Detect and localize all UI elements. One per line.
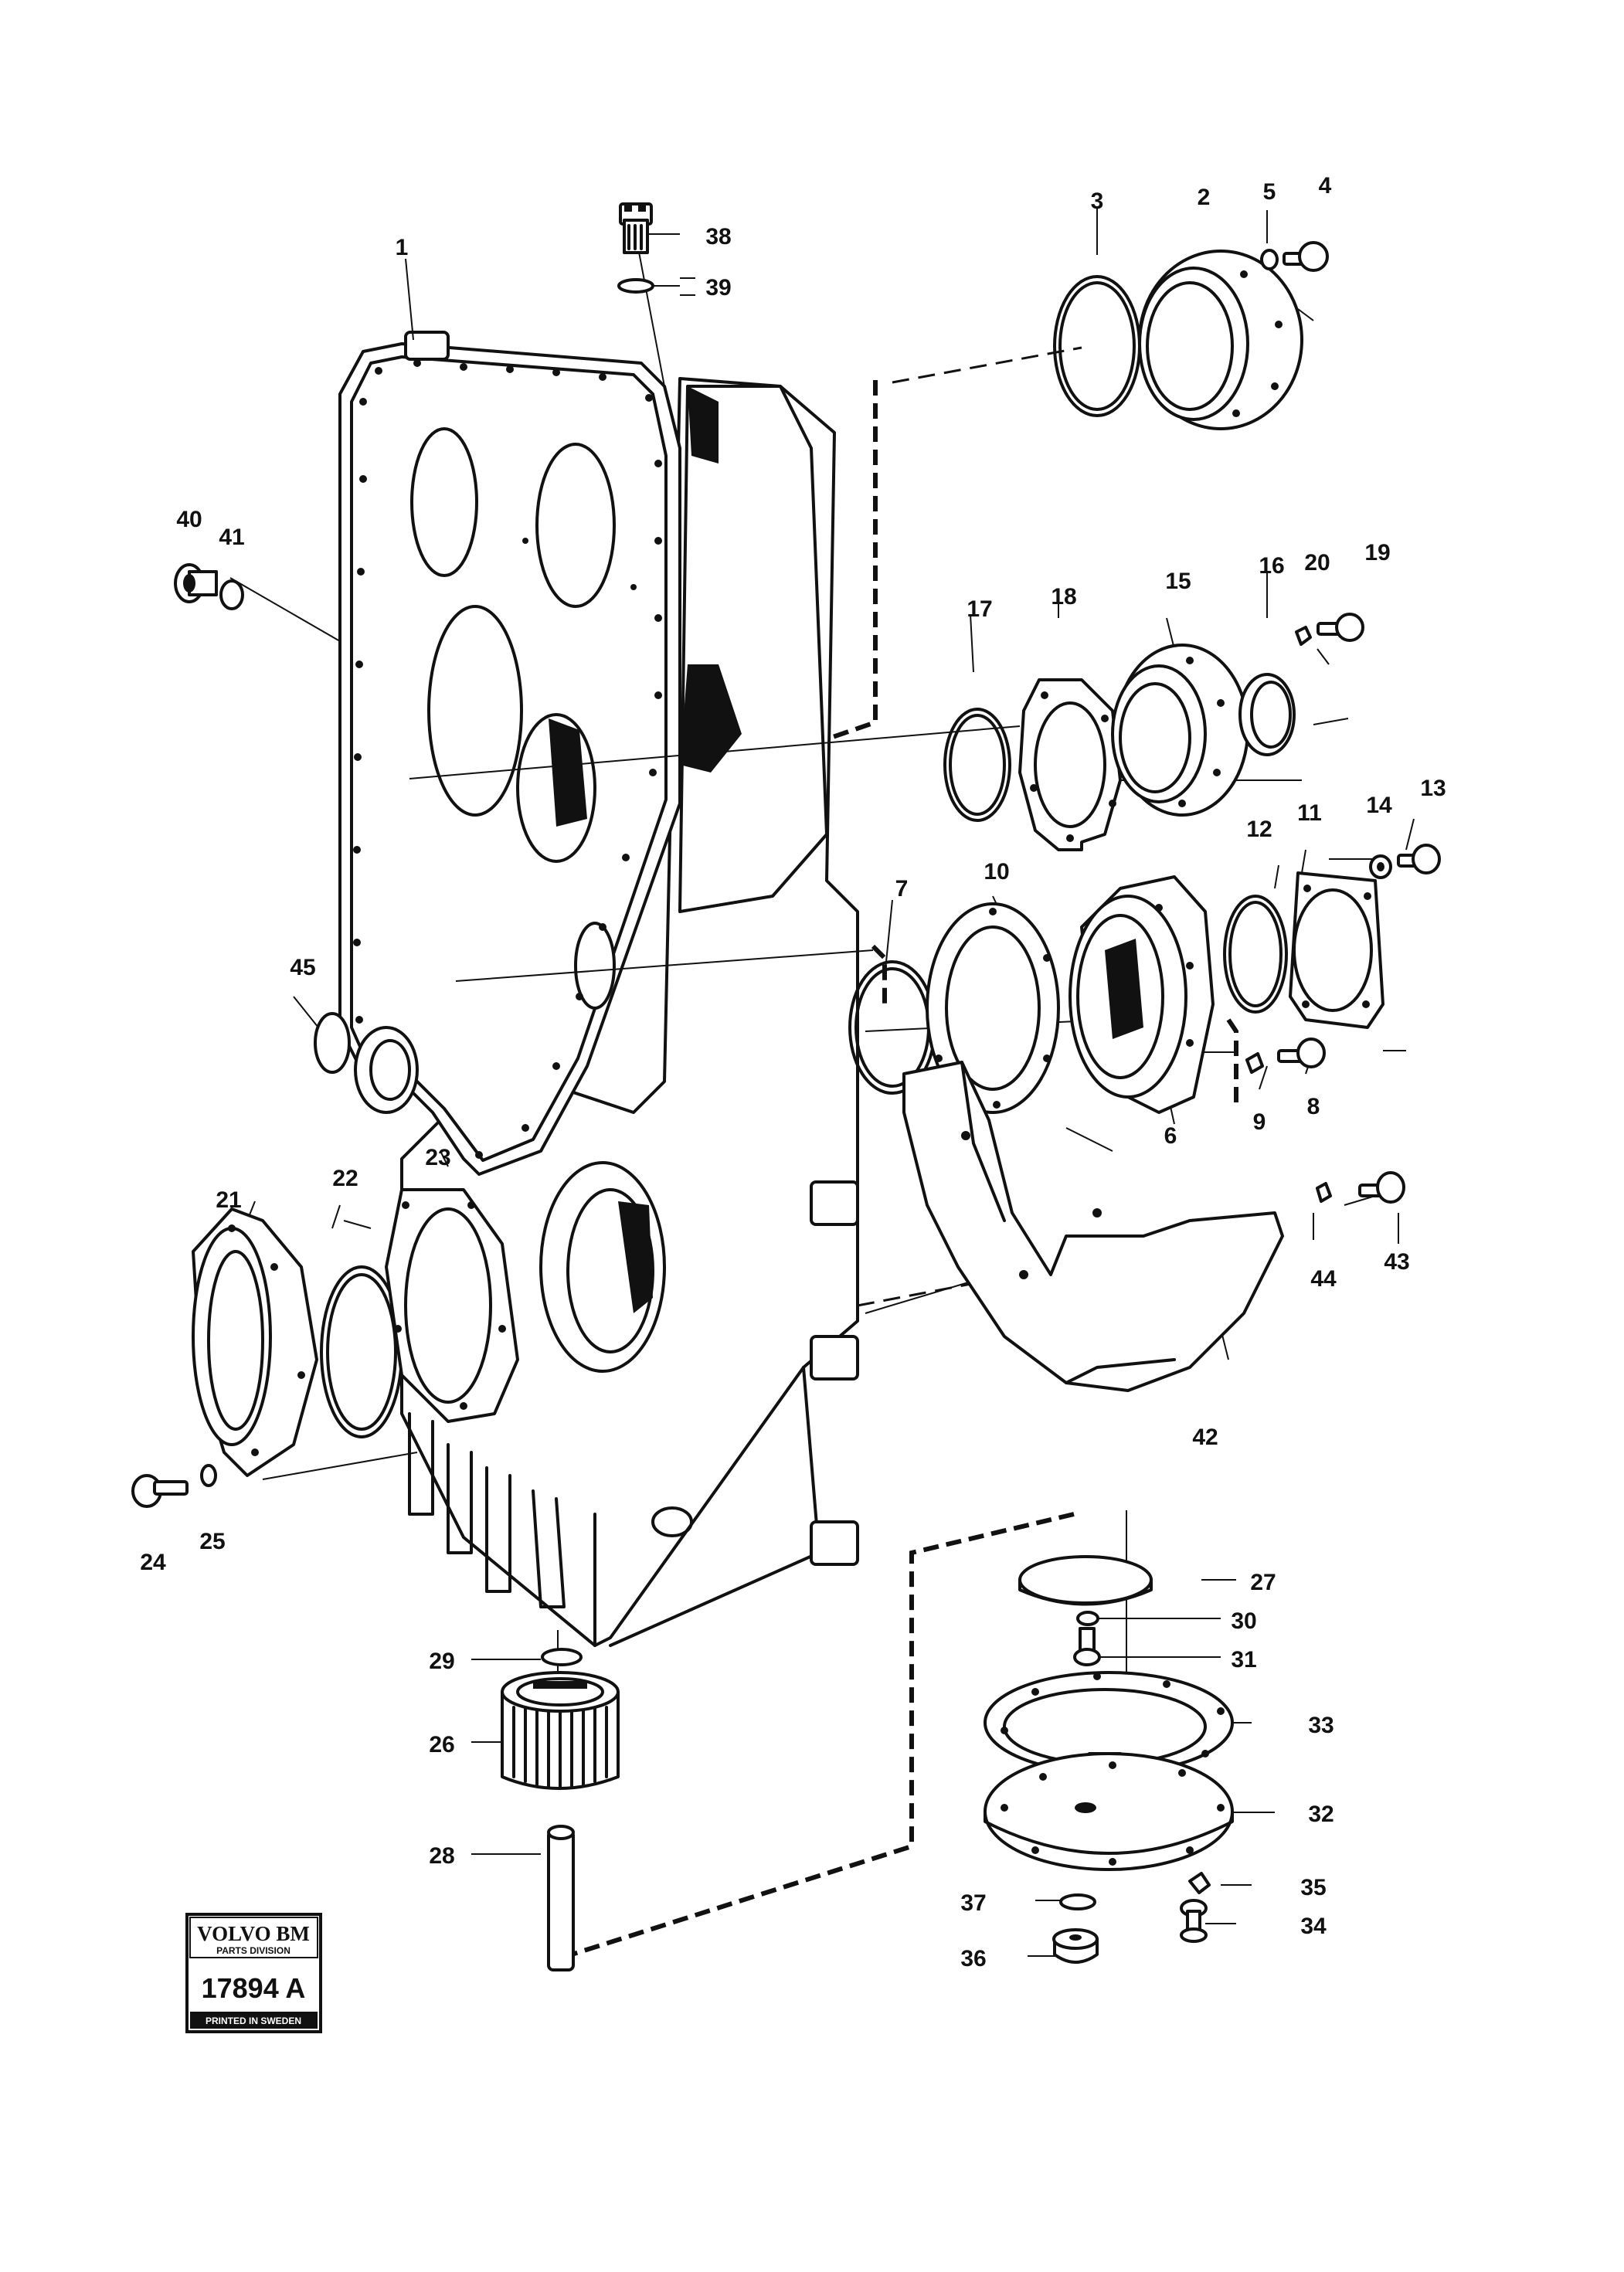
gasket-23 (385, 1188, 519, 1423)
callout-25: 25 (199, 1529, 225, 1554)
callout-38: 38 (705, 224, 731, 250)
washer-29 (541, 1648, 583, 1666)
gearbox-housing (338, 331, 859, 1647)
gasket-10 (926, 902, 1060, 1114)
callout-26: 26 (429, 1732, 454, 1757)
washer-9 (1245, 1052, 1264, 1074)
washer-5 (1260, 249, 1279, 270)
callout-20: 20 (1304, 550, 1330, 576)
gasket-18 (1018, 678, 1122, 851)
filter-26 (501, 1671, 620, 1790)
callout-42: 42 (1192, 1425, 1218, 1450)
assembly-dashed-lines (571, 346, 1238, 1957)
callout-1: 1 (396, 235, 409, 260)
callout-30: 30 (1231, 1608, 1256, 1634)
callout-32: 32 (1308, 1802, 1334, 1827)
guard-42 (902, 1061, 1284, 1392)
plate-27 (1018, 1555, 1153, 1606)
stamp-number: 17894 A (202, 1972, 306, 2004)
callout-17: 17 (967, 596, 992, 622)
sensor-38 (619, 202, 653, 254)
volvo-bm-stamp: VOLVO BM PARTS DIVISION 17894 A PRINTED … (185, 1913, 322, 2033)
bolt-8 (1277, 1038, 1326, 1068)
washer-37 (1059, 1893, 1096, 1910)
callout-18: 18 (1051, 584, 1076, 610)
callout-21: 21 (216, 1187, 241, 1213)
plug-36 (1052, 1928, 1099, 1964)
washer-41 (219, 579, 244, 610)
washer-20 (1295, 626, 1312, 646)
callout-7: 7 (895, 876, 909, 902)
tube-28 (547, 1825, 575, 1971)
callout-10: 10 (984, 859, 1009, 885)
callout-27: 27 (1250, 1570, 1276, 1595)
callout-43: 43 (1384, 1249, 1409, 1275)
callout-36: 36 (960, 1946, 986, 1971)
oring-45 (314, 1012, 351, 1074)
cover-11 (1289, 871, 1384, 1029)
stamp-brand: VOLVO BM (197, 1922, 310, 1945)
callout-5: 5 (1263, 179, 1276, 205)
callout-15: 15 (1165, 569, 1191, 594)
callout-6: 6 (1164, 1123, 1177, 1149)
callout-22: 22 (332, 1166, 358, 1191)
callout-34: 34 (1300, 1914, 1327, 1939)
washer-35 (1188, 1872, 1211, 1894)
washer-44 (1316, 1182, 1332, 1203)
callout-16: 16 (1259, 553, 1284, 579)
oring-3 (1053, 275, 1141, 417)
cover-21 (192, 1207, 318, 1477)
callout-11: 11 (1297, 800, 1322, 826)
callout-40: 40 (176, 507, 202, 532)
bolt-31 (1073, 1627, 1101, 1666)
callout-13: 13 (1420, 776, 1446, 801)
callout-45: 45 (290, 955, 315, 980)
callout-29: 29 (429, 1649, 454, 1674)
callout-19: 19 (1364, 540, 1390, 565)
cover-32 (984, 1752, 1234, 1871)
bolt-43 (1358, 1171, 1405, 1204)
cover-2 (1138, 250, 1303, 430)
oring-12 (1223, 895, 1288, 1014)
callout-31: 31 (1231, 1647, 1256, 1673)
callout-39: 39 (705, 275, 731, 301)
cover-6 (1069, 875, 1215, 1114)
callout-14: 14 (1366, 793, 1392, 818)
callout-12: 12 (1246, 817, 1272, 842)
callout-8: 8 (1307, 1094, 1320, 1119)
bolt-34 (1180, 1899, 1208, 1943)
washer-14 (1369, 854, 1392, 879)
callout-44: 44 (1310, 1266, 1337, 1292)
callout-37: 37 (960, 1890, 986, 1916)
callout-35: 35 (1300, 1875, 1326, 1900)
bolt-13 (1397, 844, 1441, 874)
bolt-24 (131, 1474, 189, 1508)
callout-28: 28 (429, 1843, 454, 1869)
callout-23: 23 (425, 1145, 450, 1170)
callout-9: 9 (1253, 1109, 1266, 1135)
washer-39 (617, 278, 654, 294)
cover-15 (1111, 644, 1249, 817)
callout-33: 33 (1308, 1713, 1334, 1738)
callout-24: 24 (140, 1550, 166, 1575)
callout-2: 2 (1198, 185, 1211, 210)
washer-30 (1076, 1611, 1099, 1626)
stamp-division: PARTS DIVISION (216, 1945, 290, 1956)
bolt-19 (1317, 613, 1364, 642)
stamp-printed: PRINTED IN SWEDEN (206, 2016, 301, 2026)
callout-4: 4 (1319, 173, 1332, 199)
washer-25 (200, 1464, 217, 1487)
bolt-4 (1283, 241, 1329, 272)
callout-41: 41 (219, 525, 244, 550)
plug-40 (174, 563, 218, 603)
callout-labels: 1 2 3 4 5 6 7 8 9 10 11 12 13 14 15 16 1… (140, 173, 1446, 1971)
seal-16 (1238, 673, 1296, 756)
callout-3: 3 (1091, 188, 1104, 214)
oring-17 (943, 708, 1011, 822)
